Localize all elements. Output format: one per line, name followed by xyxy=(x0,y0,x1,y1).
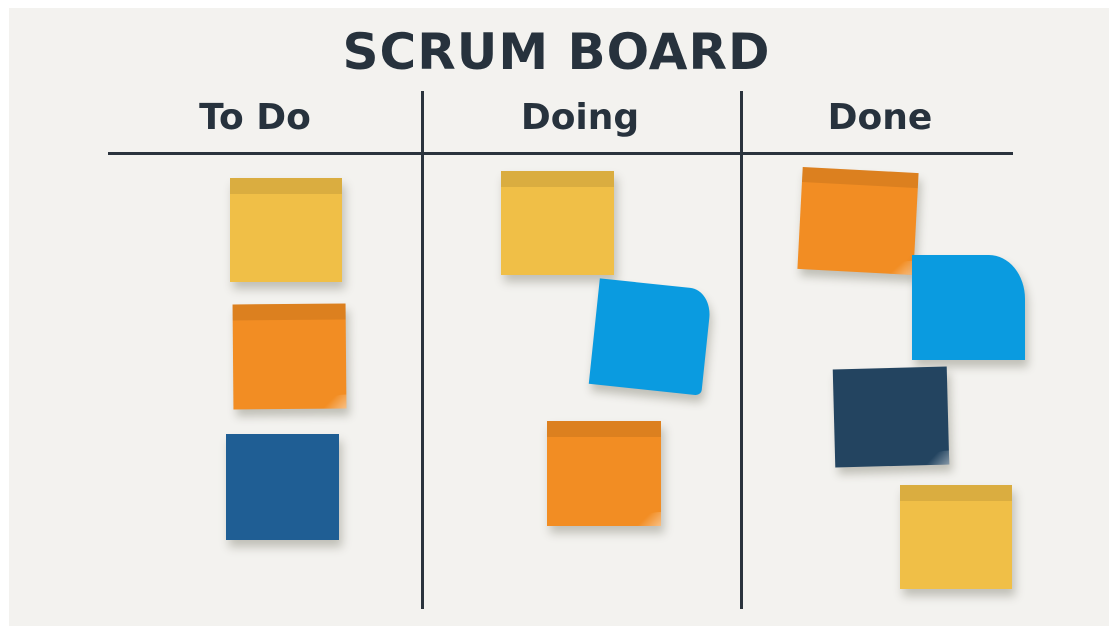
sticky-note-blue[interactable] xyxy=(226,434,339,540)
sticky-note-orange[interactable] xyxy=(797,167,919,275)
sticky-note-navy[interactable] xyxy=(832,366,950,468)
column-header-done: Done xyxy=(827,97,933,138)
board-title: SCRUM BOARD xyxy=(342,23,771,81)
sticky-note-orange[interactable] xyxy=(232,303,347,410)
column-header-doing: Doing xyxy=(520,97,640,138)
sticky-note-orange[interactable] xyxy=(547,421,661,526)
sticky-note-yellow[interactable] xyxy=(900,485,1012,589)
column-header-todo: To Do xyxy=(199,97,311,138)
sticky-note-yellow[interactable] xyxy=(230,178,342,282)
column-divider-1 xyxy=(421,91,424,609)
column-divider-2 xyxy=(740,91,743,609)
sticky-note-yellow[interactable] xyxy=(501,171,614,275)
sticky-note-light-blue[interactable] xyxy=(912,255,1025,360)
sticky-note-light-blue[interactable] xyxy=(588,278,713,396)
header-divider xyxy=(108,152,1013,155)
